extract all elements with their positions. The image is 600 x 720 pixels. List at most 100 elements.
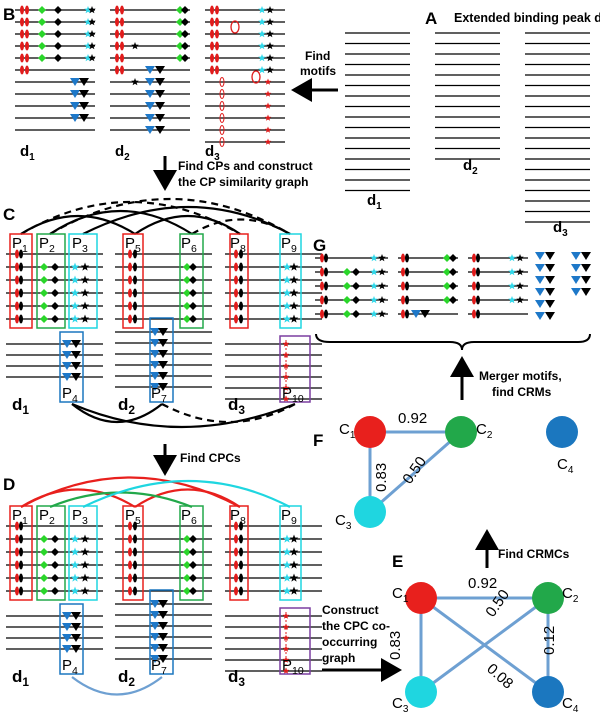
- pattern-label-p8: P8: [230, 235, 246, 255]
- motif-ellipse: [15, 573, 19, 583]
- motif-ellipse: [128, 301, 132, 311]
- motif-ellipse: [476, 267, 480, 277]
- pattern-box-p9: [279, 233, 302, 329]
- motif-triangle: [71, 645, 81, 653]
- panel-b-dataset-2: d2: [115, 143, 130, 163]
- motif-ellipse: [320, 281, 324, 291]
- cluster-arc-cyan: [82, 480, 291, 508]
- motif-triangle: [158, 655, 168, 663]
- motif-ellipse: [19, 560, 23, 570]
- motif-ellipse: [234, 262, 238, 272]
- pattern-box-p8: [229, 233, 249, 329]
- motif-diamond: [38, 30, 46, 38]
- motif-ellipse: [405, 295, 409, 305]
- motif-ellipse: [115, 65, 119, 75]
- motif-ellipse: [25, 17, 29, 27]
- motif-star: [508, 296, 516, 304]
- motif-star: [282, 340, 290, 347]
- edge-weight: 0.83: [373, 463, 390, 492]
- node-label-c2: C2: [562, 585, 579, 605]
- motif-diamond: [51, 535, 59, 543]
- motif-diamond: [51, 276, 59, 284]
- motif-star: [80, 262, 90, 271]
- motif-ellipse: [120, 17, 124, 27]
- motif-star: [80, 547, 90, 556]
- find-cps-line2: the CP similarity graph: [178, 175, 308, 189]
- motif-triangle: [150, 328, 160, 336]
- find-cpcs-label: Find CPCs: [180, 451, 241, 465]
- motif-star: [258, 42, 266, 50]
- motif-triangle: [545, 312, 555, 320]
- dataset-label-d1: d1: [12, 667, 29, 689]
- motif-ellipse: [15, 586, 19, 596]
- motif-triangle: [571, 288, 581, 296]
- motif-triangle: [155, 102, 165, 110]
- motif-triangle: [150, 361, 160, 369]
- merger-line2: find CRMs: [492, 385, 552, 399]
- motif-diamond: [40, 315, 48, 323]
- pattern-label-p1: P1: [12, 235, 28, 255]
- motif-diamond: [189, 289, 197, 297]
- motif-diamond: [189, 276, 197, 284]
- motif-diamond: [449, 282, 457, 290]
- pattern-label-p4: P4: [62, 385, 78, 405]
- pattern-box-p5: [122, 233, 144, 329]
- node-3: [354, 496, 386, 528]
- panel-label-e: E: [392, 552, 403, 571]
- motif-star: [258, 54, 266, 62]
- motif-ellipse: [476, 253, 480, 263]
- panel-b: B d1 d2 d3: [3, 5, 285, 163]
- motif-triangle: [571, 252, 581, 260]
- motif-diamond: [183, 315, 191, 323]
- motif-star: [378, 310, 386, 318]
- motif-triangle: [145, 90, 155, 98]
- motif-diamond: [40, 276, 48, 284]
- motif-star: [370, 268, 378, 276]
- motif-star: [282, 667, 290, 674]
- motif-star: [378, 282, 386, 290]
- motif-ellipse: [20, 41, 24, 51]
- motif-diamond: [54, 30, 62, 38]
- motif-diamond: [183, 561, 191, 569]
- motif-triangle: [71, 373, 81, 381]
- motif-triangle: [62, 340, 72, 348]
- motif-star: [282, 612, 290, 619]
- motif-ellipse: [128, 249, 132, 259]
- motif-star: [70, 301, 80, 310]
- panel-label-a: A: [425, 9, 437, 28]
- motif-star: [282, 314, 292, 323]
- motif-ellipse-open: [219, 113, 225, 123]
- motif-triangle: [155, 114, 165, 122]
- motif-star: [84, 42, 92, 50]
- motif-diamond: [54, 6, 62, 14]
- motif-triangle: [150, 622, 160, 630]
- motif-ellipse: [133, 547, 137, 557]
- motif-diamond: [51, 289, 59, 297]
- motif-diamond: [51, 561, 59, 569]
- motif-diamond: [181, 6, 189, 14]
- motif-star: [282, 301, 292, 310]
- motif-ellipse-open: [251, 70, 261, 84]
- motif-star: [80, 586, 90, 595]
- motif-diamond: [449, 254, 457, 262]
- motif-ellipse: [115, 41, 119, 51]
- pattern-box-p3: [68, 233, 98, 329]
- pattern-label-p6: P6: [181, 507, 197, 527]
- pattern-box-p2: [36, 505, 66, 601]
- pattern-label-p7: P7: [151, 657, 167, 677]
- motif-ellipse: [320, 253, 324, 263]
- motif-ellipse: [320, 309, 324, 319]
- motif-diamond: [183, 289, 191, 297]
- motif-diamond: [51, 587, 59, 595]
- node-1: [405, 582, 437, 614]
- motif-ellipse: [128, 288, 132, 298]
- motif-ellipse: [239, 314, 243, 324]
- panel-b-dataset-1: d1: [20, 143, 35, 163]
- motif-ellipse: [20, 29, 24, 39]
- motif-triangle: [145, 78, 155, 86]
